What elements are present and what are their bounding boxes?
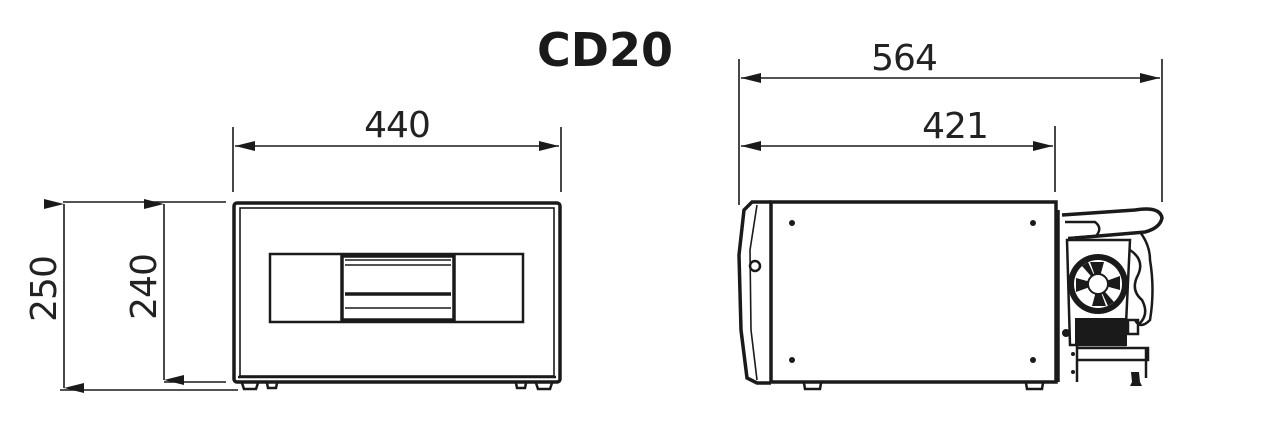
total-depth-label: 564: [871, 38, 937, 79]
product-title: CD20: [537, 23, 673, 77]
width-dimension: 440: [232, 105, 562, 192]
front-cabinet: [232, 201, 562, 391]
height-dimensions: 250 240: [24, 199, 238, 393]
side-view: 564 421: [737, 38, 1164, 391]
side-cabinet: [737, 200, 1058, 391]
compressor-assembly: [1056, 207, 1164, 386]
front-view: 440 250 240: [24, 105, 562, 393]
width-label: 440: [364, 105, 430, 146]
height-inner-label: 240: [124, 254, 165, 320]
depth-dimensions: 564 421: [738, 38, 1163, 205]
height-outer-label: 250: [24, 256, 65, 322]
body-depth-label: 421: [922, 106, 988, 147]
